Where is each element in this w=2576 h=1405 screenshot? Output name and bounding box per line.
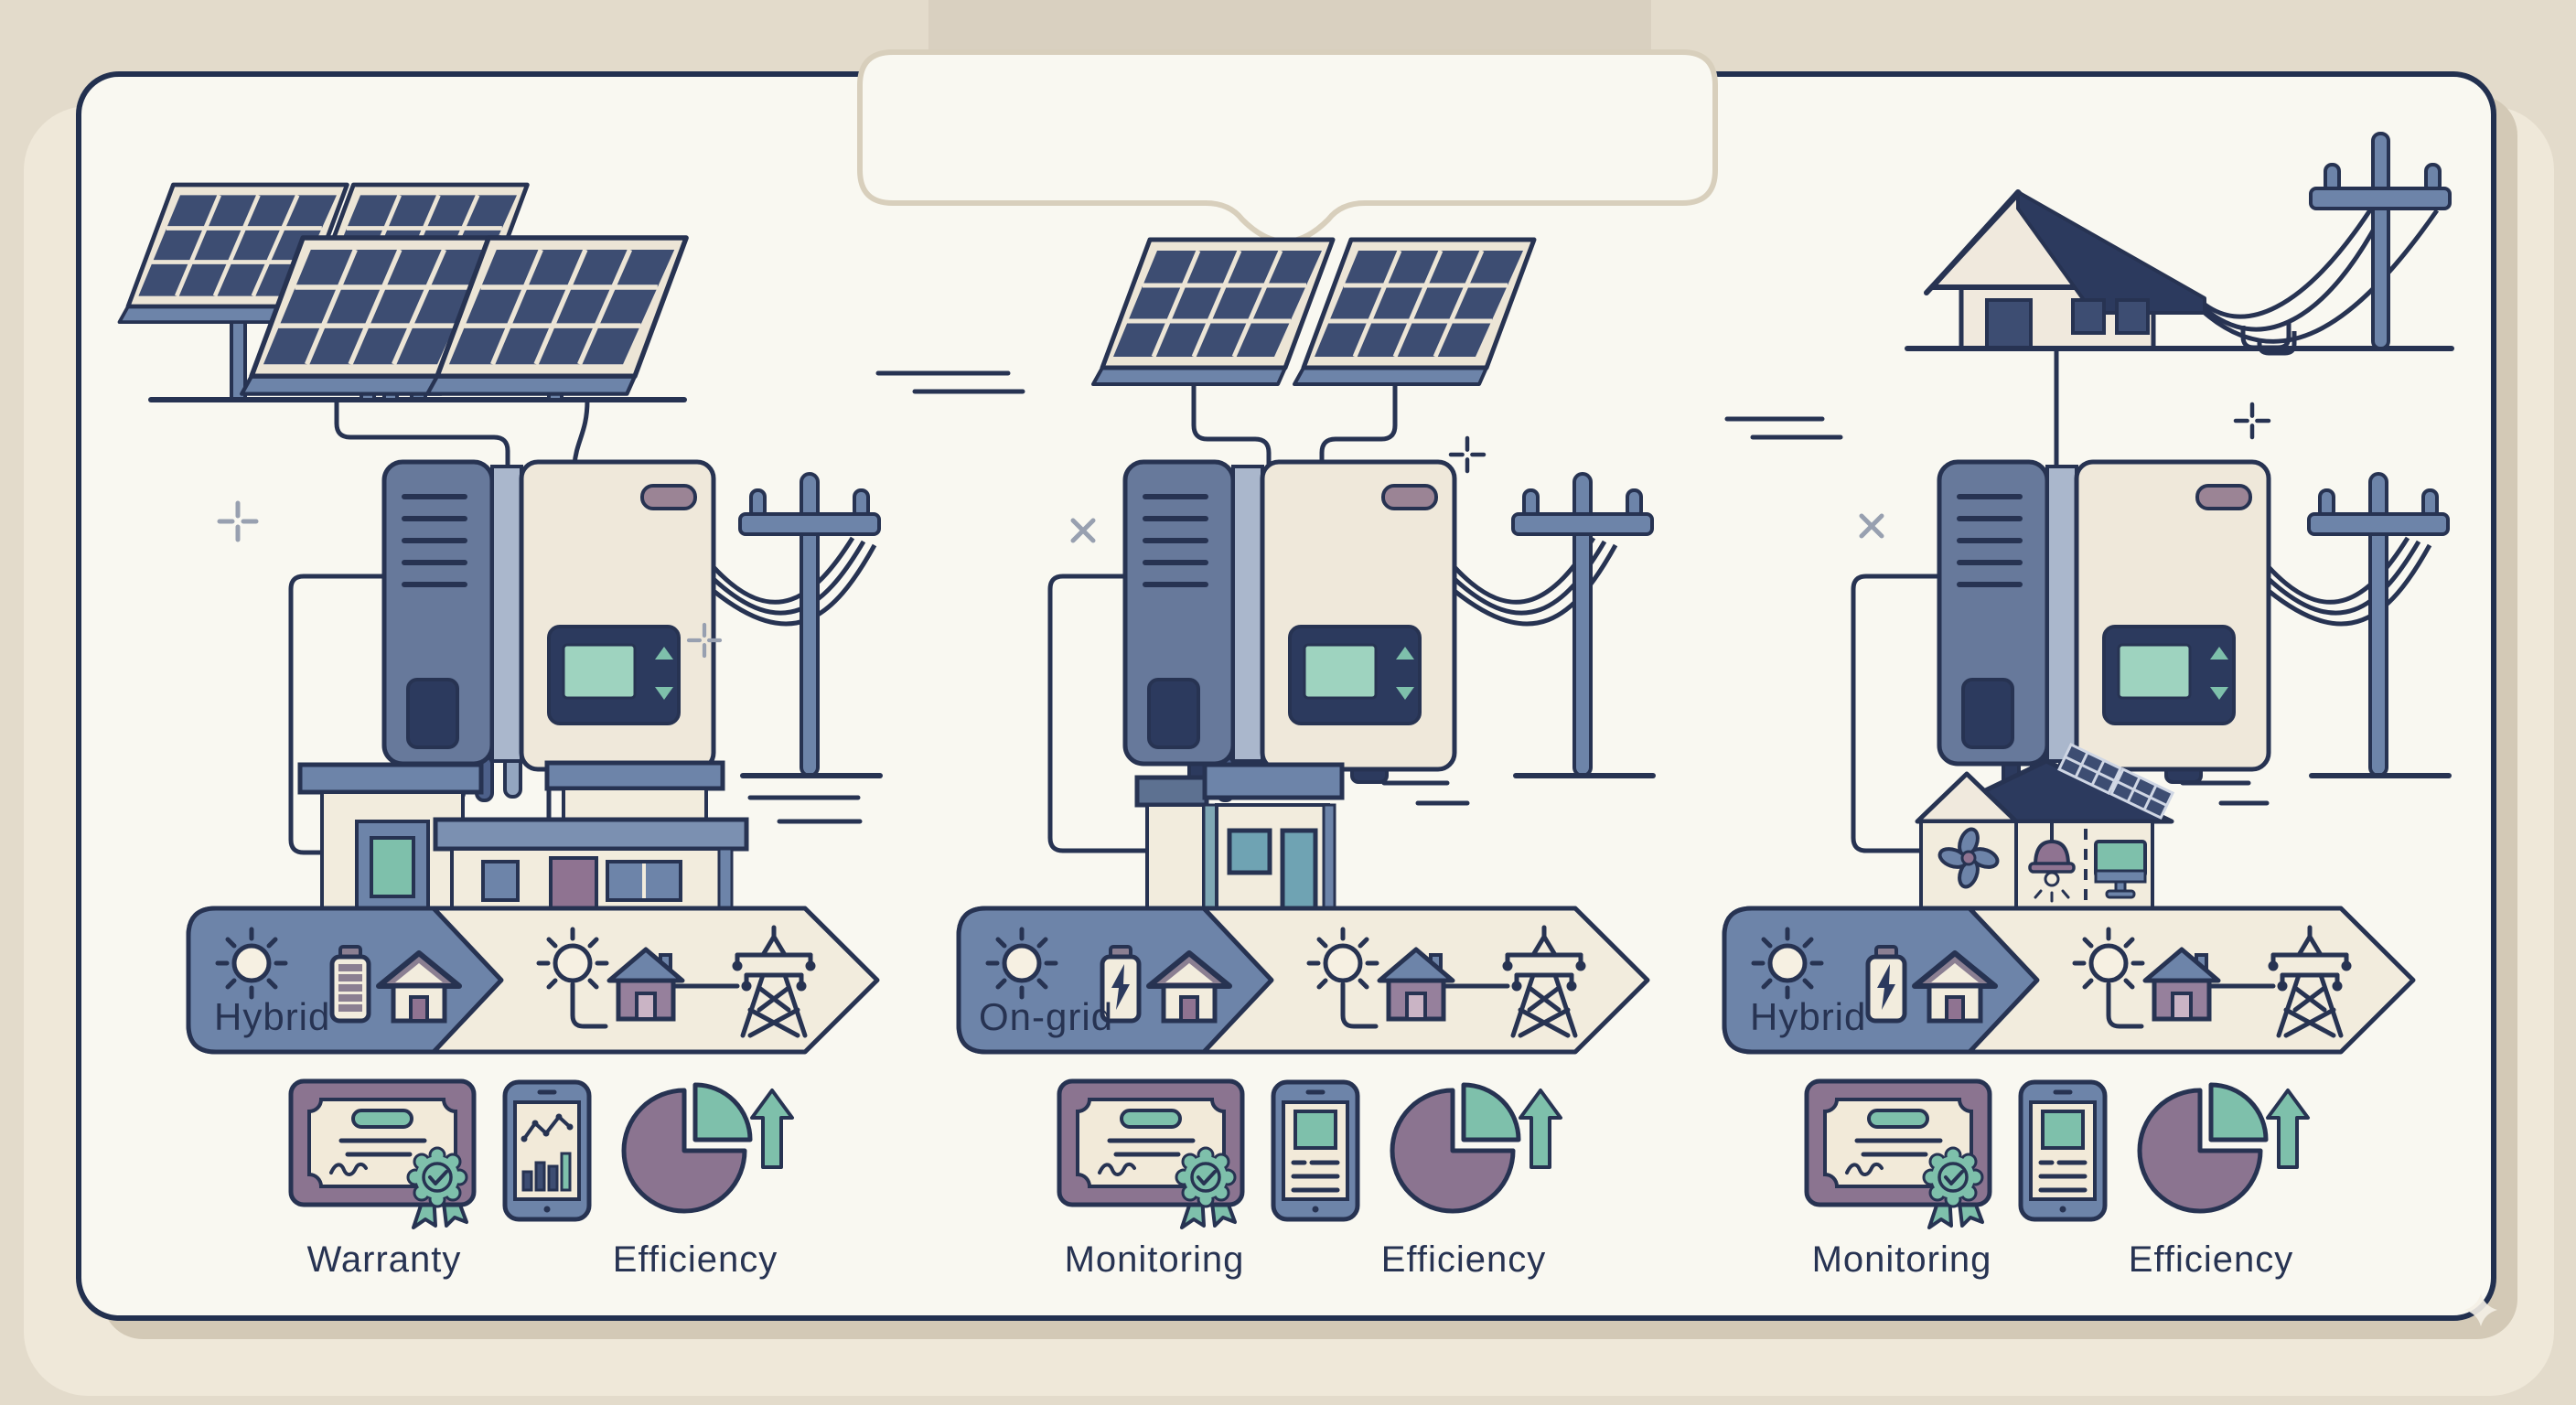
feature-label: Efficiency (2129, 1239, 2293, 1280)
door (1985, 298, 2033, 350)
mode-label: On-grid (979, 995, 1113, 1038)
sparkle-decoration (2464, 1293, 2497, 1326)
mode-label: Hybrid (1750, 995, 1866, 1038)
speed-lines (747, 795, 863, 824)
utility-pole (738, 472, 883, 778)
column-on-grid: On-grid Monitoring Efficiency (875, 240, 1656, 1280)
column-hybrid-2: Hybrid Monitoring Efficiency (1724, 132, 2454, 1280)
window (1227, 828, 1272, 875)
wire-inverter-to-house (288, 574, 384, 855)
speed-lines (875, 370, 1470, 806)
feature-label: Warranty (307, 1239, 462, 1280)
window (481, 860, 520, 902)
buildings (297, 760, 749, 910)
door (1280, 828, 1318, 911)
window (2071, 298, 2106, 335)
door (370, 836, 415, 898)
feature-label: Efficiency (613, 1239, 778, 1280)
grid-wire (712, 536, 855, 605)
banner-icons (218, 928, 813, 1035)
banner-icons (1754, 928, 2349, 1035)
window (2115, 298, 2150, 335)
feature-label: Monitoring (1812, 1239, 1992, 1280)
mode-label: Hybrid (214, 995, 330, 1038)
buildings (1134, 762, 1345, 911)
column-hybrid-1: Hybrid Warranty Efficiency (120, 185, 883, 1280)
grid-wire (2195, 201, 2377, 319)
grid-connected-house (1905, 132, 2454, 351)
door (549, 856, 598, 910)
speed-lines (1724, 416, 2270, 806)
banner-icons (988, 928, 1583, 1035)
lamp-icon (2028, 820, 2076, 903)
utility-pole (2307, 472, 2452, 778)
utility-pole (1511, 472, 1656, 778)
wire-inverter-to-house (1851, 574, 1941, 853)
fan-icon (1937, 827, 2000, 889)
feature-label: Efficiency (1381, 1239, 1546, 1280)
monitor-icon (2094, 840, 2147, 899)
utility-pole-top (2309, 132, 2452, 350)
roof-solar-panels (2056, 742, 2175, 820)
feature-label: Monitoring (1065, 1239, 1245, 1280)
solar-array (120, 185, 687, 402)
wire-inverter-to-house (1047, 574, 1147, 853)
